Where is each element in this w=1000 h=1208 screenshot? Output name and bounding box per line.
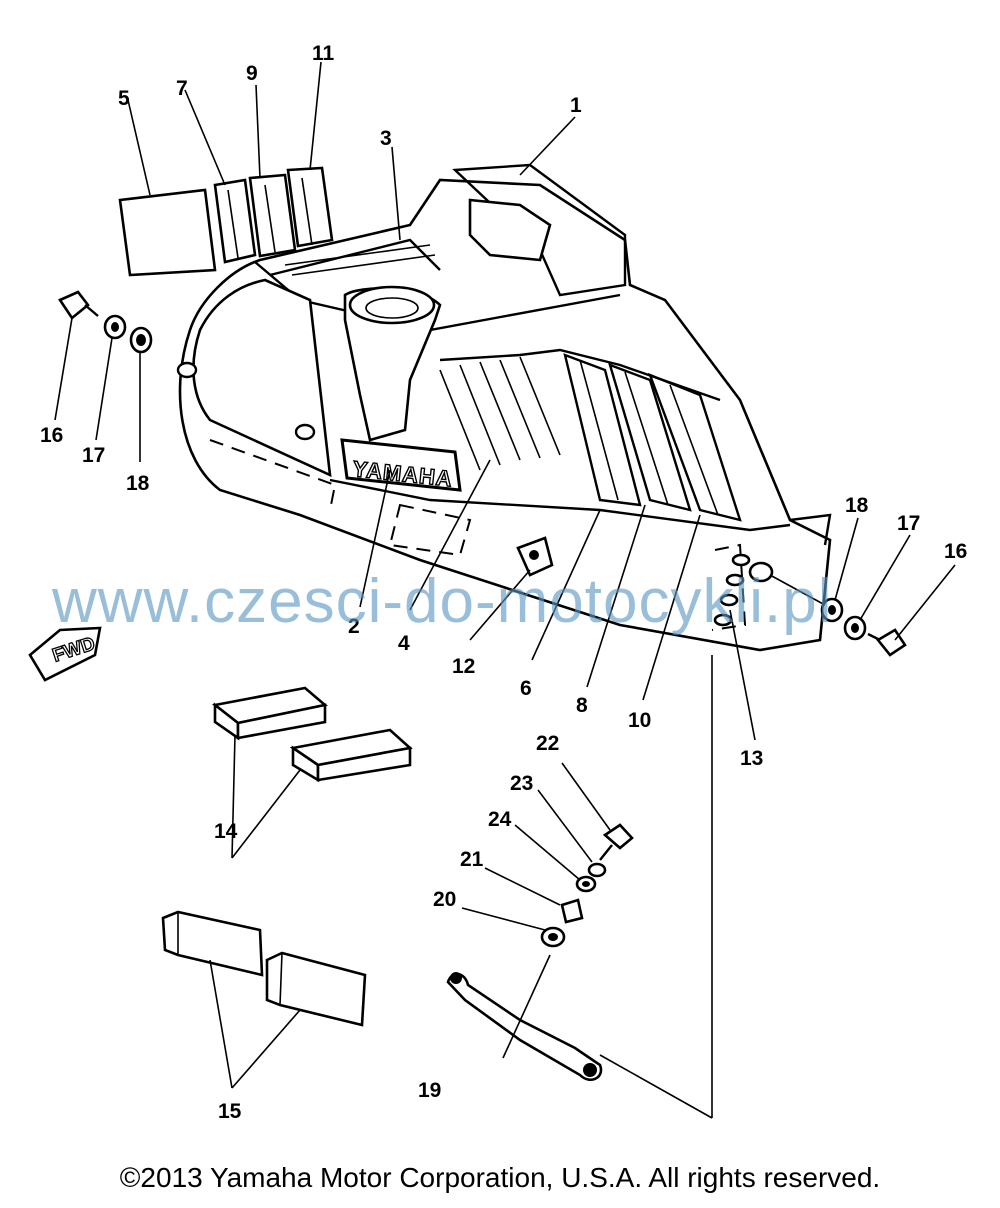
callout-1: 1 (570, 94, 582, 117)
bracket-19-assembly (446, 655, 713, 1119)
pads-14 (211, 686, 413, 859)
left-fasteners (58, 290, 153, 354)
callout-7: 7 (176, 77, 188, 100)
callout-12: 12 (452, 655, 475, 678)
callout-21: 21 (460, 848, 484, 871)
callout-10: 10 (628, 709, 651, 732)
top-plates (118, 166, 334, 277)
callout-numbers: 1 2 3 4 5 6 7 8 9 10 11 12 13 14 15 16 1… (40, 42, 967, 1123)
callout-17-right: 17 (897, 512, 920, 535)
callout-16-right: 16 (944, 540, 967, 563)
callout-13: 13 (740, 747, 763, 770)
callout-11: 11 (312, 42, 335, 65)
callout-2: 2 (348, 615, 360, 638)
main-cover-housing: YAMAHA (176, 163, 832, 652)
callout-18-right: 18 (845, 494, 869, 517)
callout-3: 3 (380, 127, 392, 150)
callout-6: 6 (520, 677, 532, 700)
callout-22: 22 (536, 732, 559, 755)
callout-18-left: 18 (126, 472, 150, 495)
watermark-text: www.czesci-do-motocykli.pl (51, 567, 833, 636)
callout-17-left: 17 (82, 444, 105, 467)
callout-19: 19 (418, 1079, 441, 1102)
callout-9: 9 (246, 62, 258, 85)
copyright-notice: ©2013 Yamaha Motor Corporation, U.S.A. A… (119, 1162, 881, 1193)
callout-24: 24 (488, 808, 512, 831)
leader-lines (54, 61, 956, 931)
callout-23: 23 (510, 772, 533, 795)
rivets-13 (713, 553, 751, 627)
callout-4: 4 (398, 632, 410, 655)
callout-5: 5 (118, 87, 130, 110)
callout-14: 14 (214, 820, 238, 843)
callout-16-left: 16 (40, 424, 63, 447)
callout-15: 15 (218, 1100, 242, 1123)
callout-8: 8 (576, 694, 588, 717)
pads-15 (161, 910, 367, 1089)
callout-20: 20 (433, 888, 456, 911)
